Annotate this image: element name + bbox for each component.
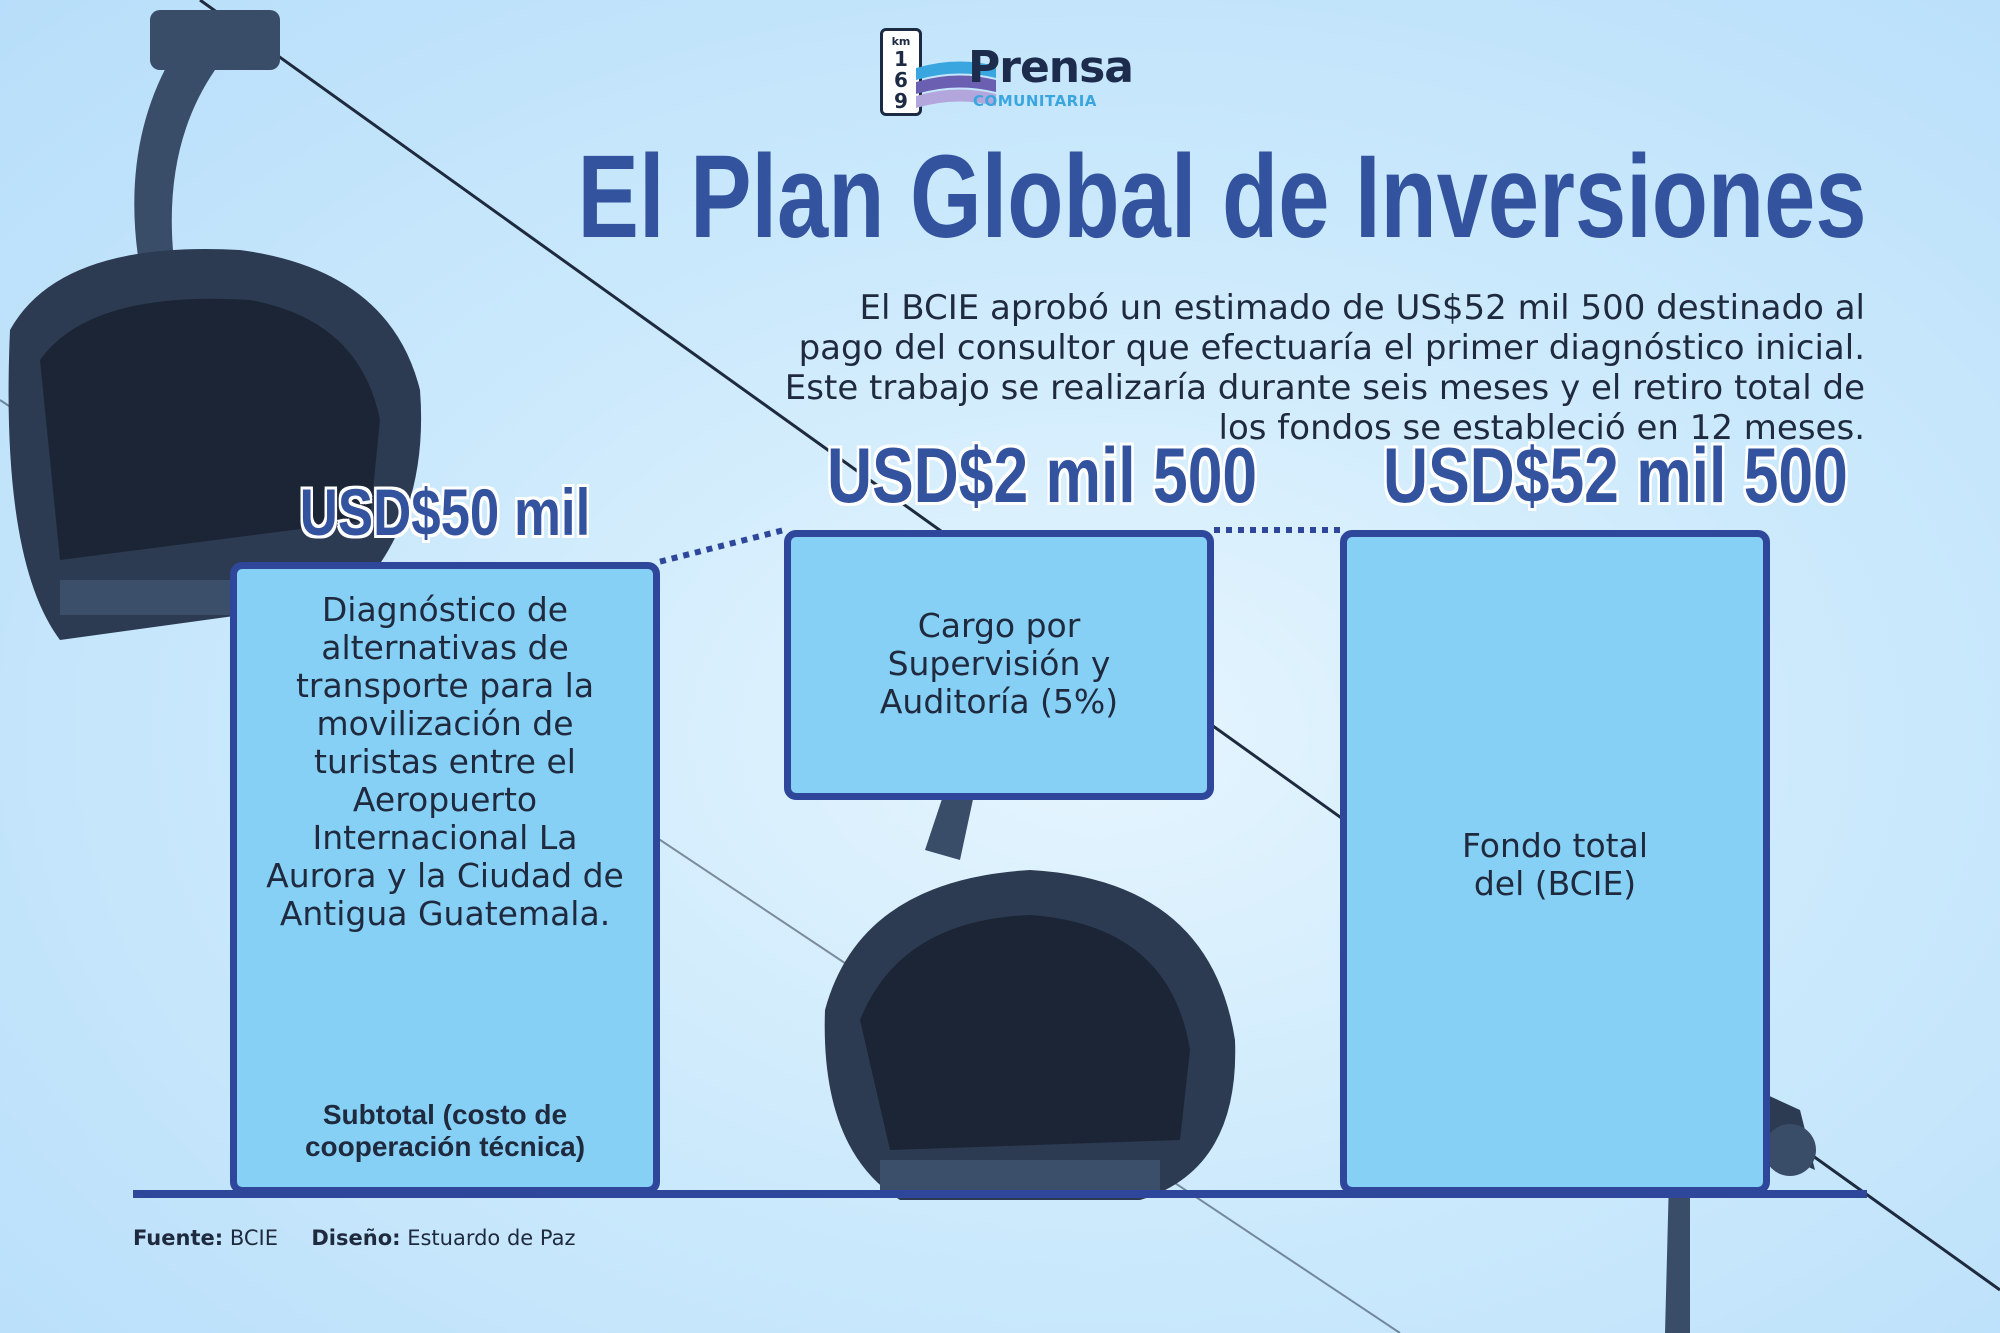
km-digit: 6 — [894, 68, 908, 92]
bar-value-label: USD$2 mil 500 — [827, 431, 1258, 519]
logo-subtitle: COMUNITARIA — [973, 92, 1097, 110]
km-unit: km — [891, 35, 911, 48]
bar-diagnostico: Diagnóstico de alternativas de transport… — [230, 561, 660, 1194]
subtotal-note: Subtotal (costo de cooperación técnica) — [304, 1098, 586, 1162]
intro-paragraph: El BCIE aprobó un estimado de US$52 mil … — [784, 288, 1865, 448]
dotted-connector — [659, 527, 785, 565]
designer-value: Estuardo de Paz — [407, 1226, 576, 1250]
logo-stripes-icon — [916, 61, 996, 108]
km-sign-icon: km 1 6 9 — [880, 28, 922, 116]
bar-value-label: USD$52 mil 500 — [1383, 431, 1848, 519]
prensa-comunitaria-logo: km 1 6 9 Prensa COMUNITARIA — [880, 28, 1134, 118]
logo-name: Prensa — [968, 42, 1134, 93]
bar-fondo-total: Fondo total del (BCIE) — [1340, 530, 1770, 1194]
source-value: BCIE — [229, 1226, 278, 1250]
design-label: Diseño: — [311, 1226, 401, 1250]
footer-credits: Fuente: BCIE Diseño: Estuardo de Paz — [133, 1226, 576, 1250]
km-digit: 9 — [894, 89, 908, 113]
gondola-illustration — [824, 790, 1236, 1200]
bar-label: Fondo total del (BCIE) — [1462, 826, 1648, 903]
chart-baseline — [133, 1190, 1867, 1198]
bar-value-label: USD$50 mil — [299, 474, 591, 549]
bar-label: Diagnóstico de alternativas de transport… — [266, 589, 624, 933]
bar-label: Cargo por Supervisión y Auditoría (5%) — [879, 606, 1119, 721]
bar-supervision: Cargo por Supervisión y Auditoría (5%) — [784, 530, 1214, 800]
page-title: El Plan Global de Inversiones — [578, 131, 1867, 263]
source-label: Fuente: — [133, 1226, 224, 1250]
km-digit: 1 — [894, 47, 908, 71]
